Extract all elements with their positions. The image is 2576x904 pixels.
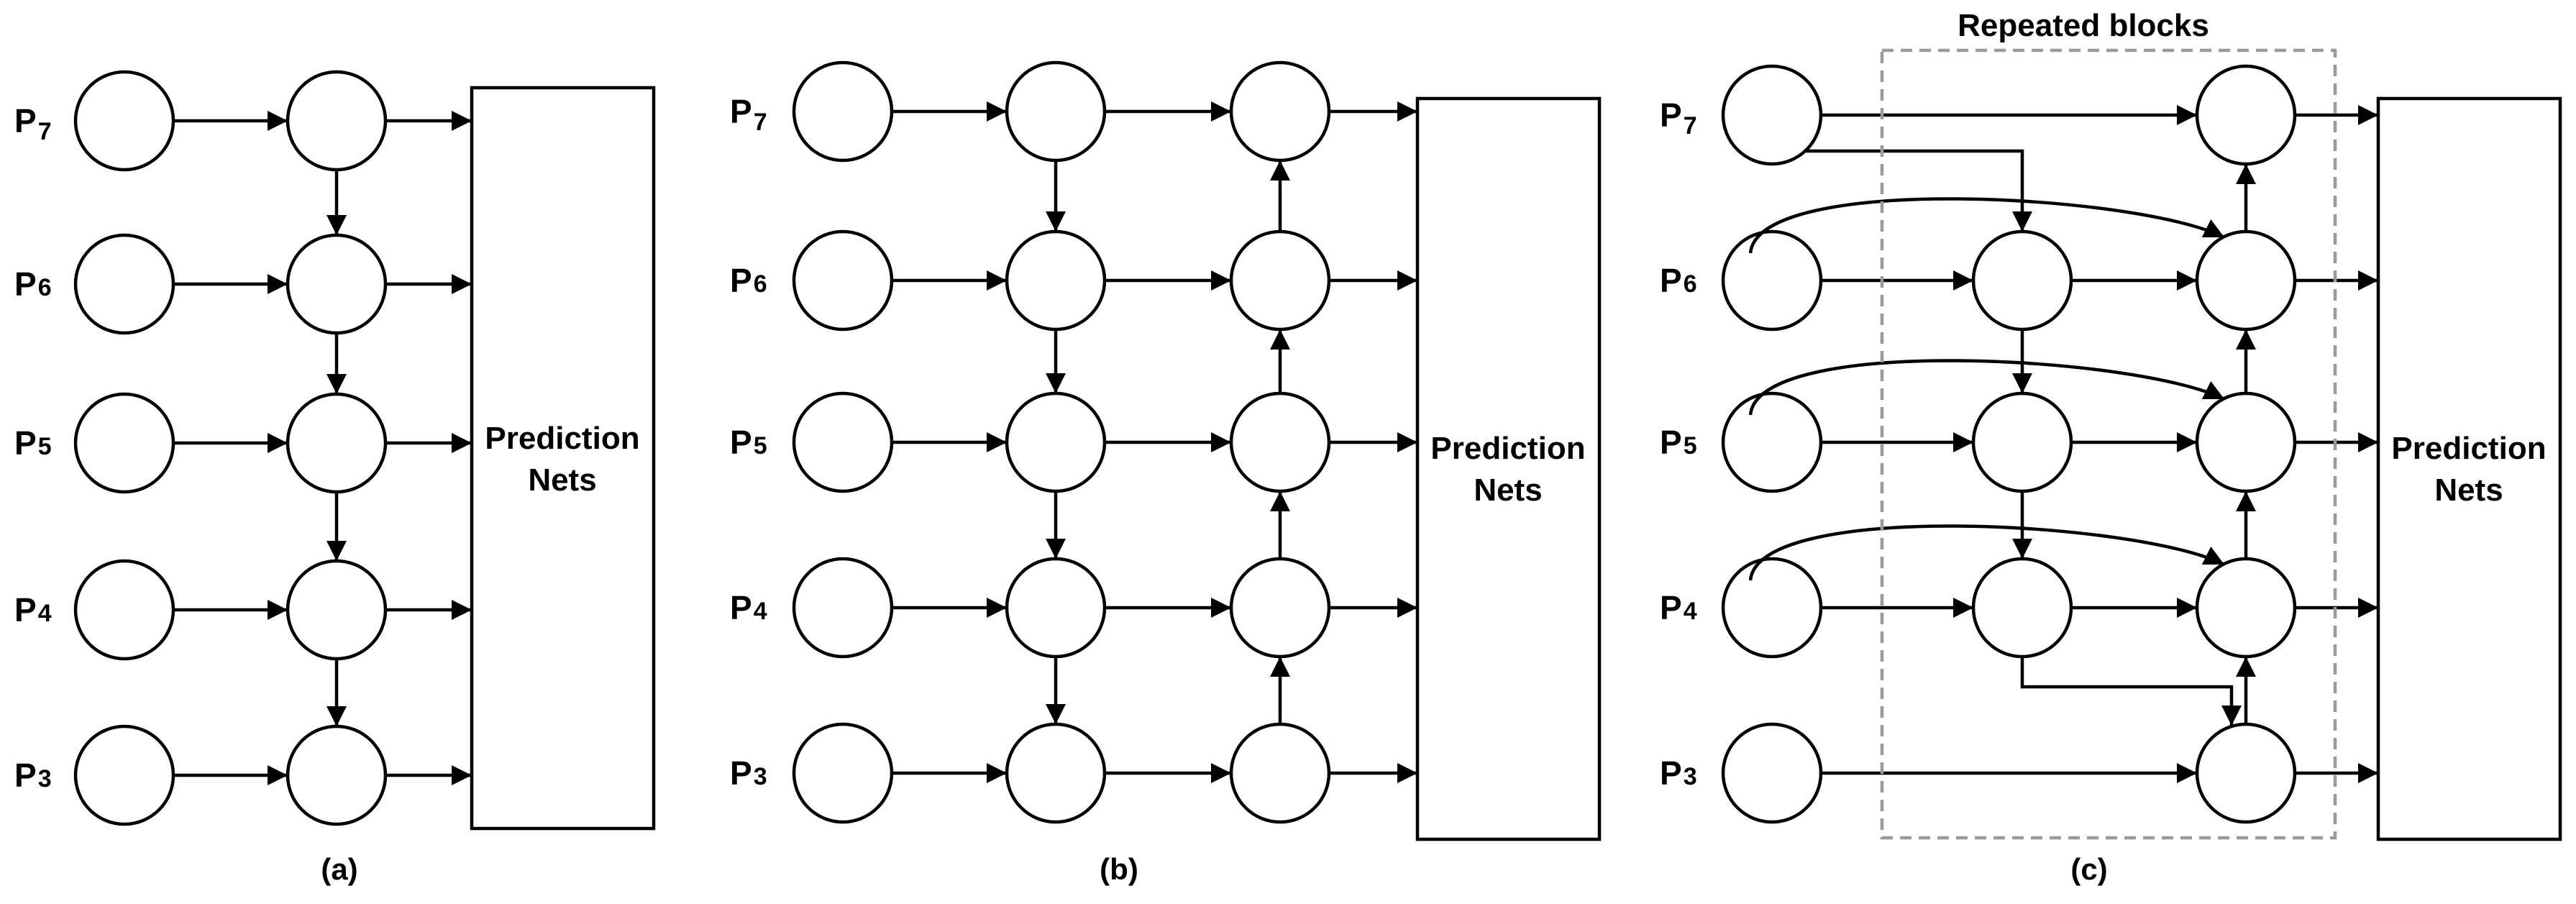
mid-node-c-p6 <box>1971 229 2073 332</box>
mid-node-c-p4 <box>1971 557 2073 659</box>
input-node-c-p6 <box>1721 229 1823 332</box>
repeated-blocks-region <box>1880 48 2337 840</box>
repeated-blocks-label: Repeated blocks <box>1958 8 2209 43</box>
level-label-c-p3: P3 <box>1660 754 1697 792</box>
edge-c-mid-p4-to-out-p3 <box>2020 657 2242 726</box>
panel-a-fpn <box>73 70 472 826</box>
prediction-nets-label-b-line1: Prediction <box>1430 431 1585 466</box>
fpn-node-a-p3 <box>286 724 388 826</box>
input-node-a-p7 <box>73 70 175 172</box>
topdown-node-b-p4 <box>1005 557 1107 659</box>
input-node-c-p3 <box>1721 722 1823 824</box>
caption-a: (a) <box>321 852 357 886</box>
panel-b-panet <box>792 60 1417 824</box>
level-label-c-p6: P6 <box>1660 262 1697 299</box>
input-node-c-p5 <box>1721 391 1823 493</box>
edge-c-skip-p6 <box>1748 197 2226 254</box>
prediction-nets-label-c-line2: Nets <box>2434 472 2503 508</box>
input-node-a-p6 <box>73 233 175 335</box>
input-node-a-p5 <box>73 392 175 494</box>
level-label-a-p4: P4 <box>14 591 52 629</box>
input-node-b-p5 <box>792 391 894 493</box>
level-label-b-p4: P4 <box>730 589 767 626</box>
prediction-nets-label-a-line1: Prediction <box>485 421 639 456</box>
output-node-c-p6 <box>2195 229 2297 332</box>
input-node-a-p4 <box>73 559 175 661</box>
topdown-node-b-p7 <box>1005 60 1107 163</box>
topdown-node-b-p6 <box>1005 229 1107 332</box>
bottomup-node-b-p4 <box>1229 557 1331 659</box>
output-node-c-p5 <box>2195 391 2297 493</box>
prediction-nets-label-b-line2: Nets <box>1474 472 1542 508</box>
input-node-c-p4 <box>1721 557 1823 659</box>
output-node-c-p3 <box>2195 722 2297 824</box>
level-label-b-p3: P3 <box>730 754 767 792</box>
prediction-nets-box-c: Prediction Nets <box>2376 96 2562 841</box>
level-label-c-p4: P4 <box>1660 589 1697 626</box>
bottomup-node-b-p3 <box>1229 722 1331 824</box>
level-label-a-p7: P7 <box>14 102 52 145</box>
prediction-nets-box-b: Prediction Nets <box>1415 96 1602 841</box>
caption-c: (c) <box>2070 852 2107 886</box>
prediction-nets-box-a: Prediction Nets <box>470 86 656 831</box>
output-node-c-p7 <box>2195 64 2297 166</box>
level-label-b-p5: P5 <box>730 424 767 461</box>
topdown-node-b-p5 <box>1005 391 1107 493</box>
prediction-nets-label-c-line1: Prediction <box>2391 431 2546 466</box>
fpn-node-a-p6 <box>286 233 388 335</box>
fpn-node-a-p4 <box>286 559 388 661</box>
input-node-a-p3 <box>73 724 175 826</box>
input-node-b-p7 <box>792 60 894 163</box>
fpn-node-a-p7 <box>286 70 388 172</box>
panel-c-bifpn <box>1721 64 2378 824</box>
bottomup-node-b-p5 <box>1229 391 1331 493</box>
edge-c-skip-p5 <box>1748 359 2226 416</box>
level-label-c-p5: P5 <box>1660 424 1697 461</box>
level-label-a-p3: P3 <box>14 757 52 794</box>
fpn-node-a-p5 <box>286 392 388 494</box>
bottomup-node-b-p6 <box>1229 229 1331 332</box>
level-label-a-p6: P6 <box>14 265 52 303</box>
level-label-a-p5: P5 <box>14 424 52 462</box>
input-node-b-p3 <box>792 722 894 824</box>
bottomup-node-b-p7 <box>1229 60 1331 163</box>
level-label-c-p7: P7 <box>1660 96 1697 140</box>
edge-c-skip-p4 <box>1748 524 2226 581</box>
input-node-b-p4 <box>792 557 894 659</box>
input-node-b-p6 <box>792 229 894 332</box>
output-node-c-p4 <box>2195 557 2297 659</box>
input-node-c-p7 <box>1721 64 1823 166</box>
mid-node-c-p5 <box>1971 391 2073 493</box>
topdown-node-b-p3 <box>1005 722 1107 824</box>
caption-b: (b) <box>1100 852 1138 886</box>
prediction-nets-label-a-line2: Nets <box>528 462 596 498</box>
edge-c-p7-to-mid-p6 <box>1804 149 2032 232</box>
level-label-b-p7: P7 <box>730 93 767 136</box>
level-label-b-p6: P6 <box>730 262 767 299</box>
